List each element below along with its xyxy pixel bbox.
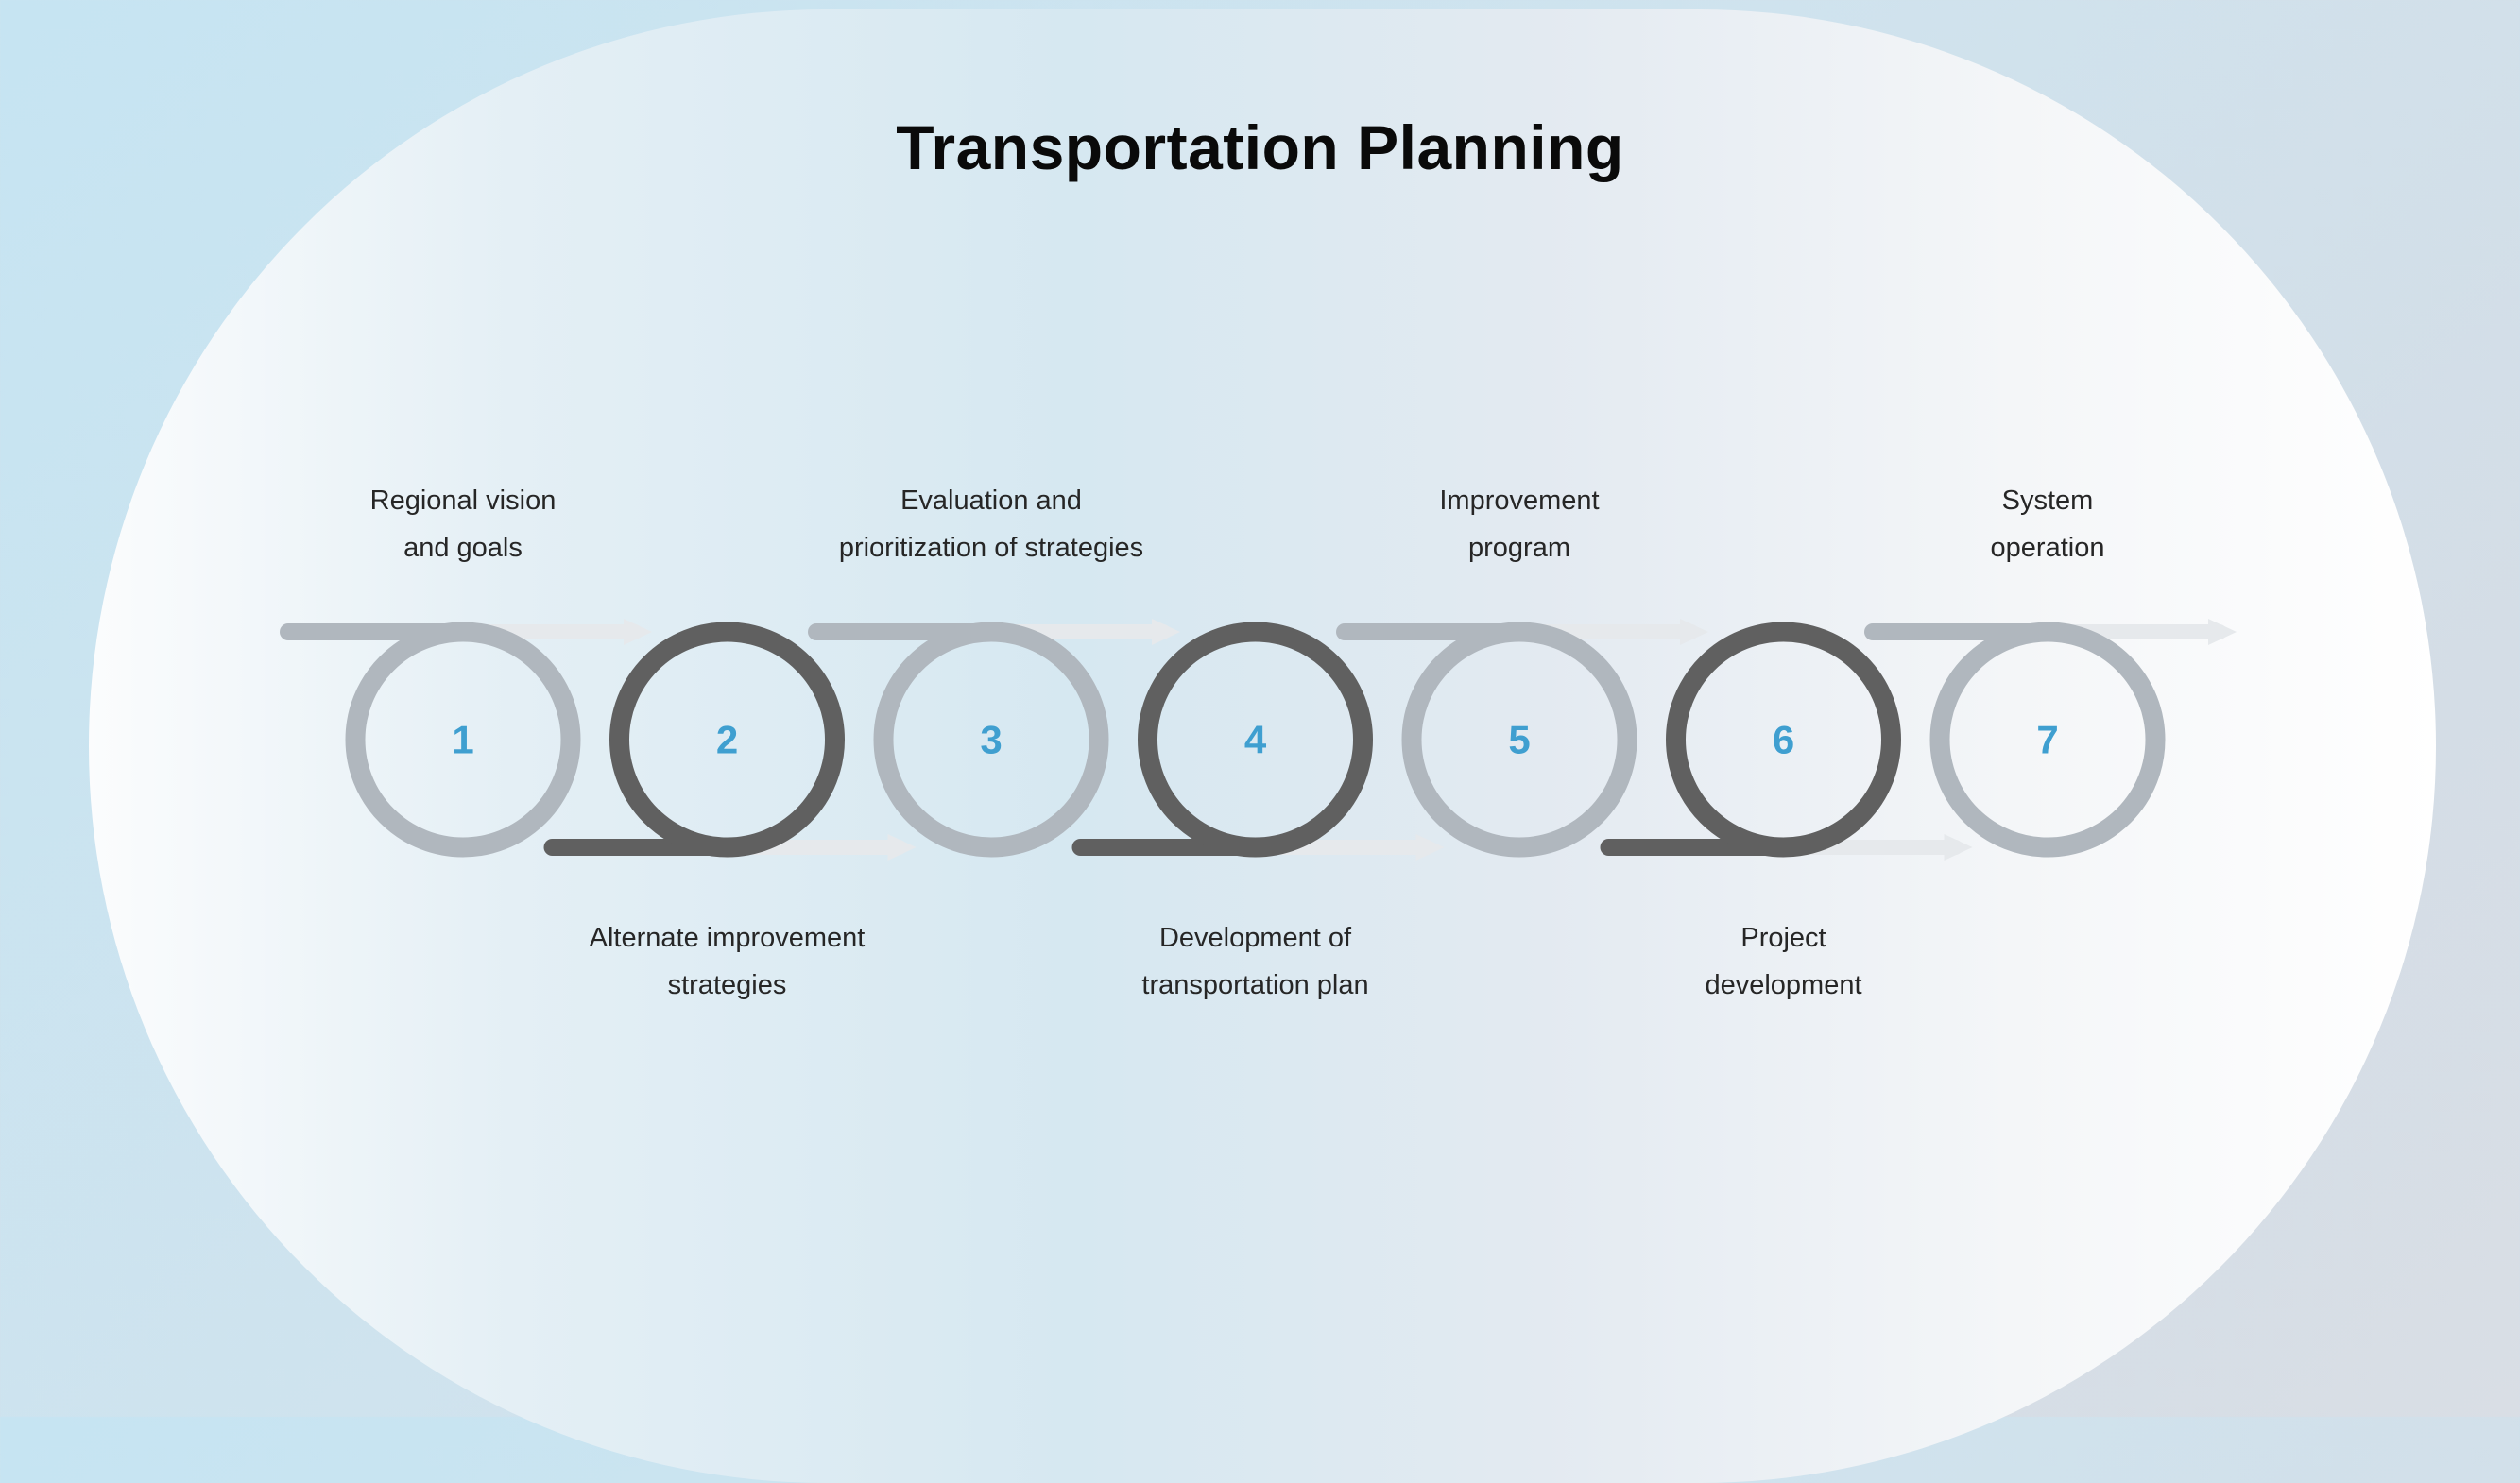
flow-arrowhead-3 [1152,619,1180,645]
step-label-1: Regional vision and goals [369,486,557,563]
step-number-5: 5 [1508,718,1530,762]
flow-arrowhead-7 [2208,619,2237,645]
flow-arrowhead-5 [1680,619,1708,645]
step-number-7: 7 [2036,718,2058,762]
step-label-5: Improvement program [1439,486,1600,563]
step-label-3: Evaluation and prioritization of strateg… [838,486,1144,563]
step-ring-5 [1401,622,1637,858]
step-ring-1 [345,622,581,858]
background-rounded-panel [89,9,2436,1483]
step-number-1: 1 [452,718,473,762]
step-number-2: 2 [716,718,738,762]
flow-arrowhead-1 [624,619,652,645]
step-ring-3 [873,622,1109,858]
flow-arrowhead-2 [887,834,917,861]
step-ring-4 [1138,622,1373,858]
flow-arrowhead-6 [1944,834,1973,861]
step-ring-6 [1666,622,1901,858]
step-number-4: 4 [1244,718,1267,762]
step-label-2: Alternate improvement strategies [589,923,866,1000]
step-label-7: System operation [1990,486,2105,563]
step-ring-2 [609,622,845,858]
step-ring-7 [1929,622,2166,858]
process-diagram: 1 2 3 4 5 6 7 [280,619,2237,861]
step-label-4: Development of transportation plan [1141,923,1369,1000]
page-title: Transportation Planning [896,112,1624,182]
flow-arrowhead-4 [1415,834,1445,861]
step-number-6: 6 [1773,718,1794,762]
rings-layer: 1 2 3 4 5 6 7 [345,622,2166,858]
slide: Transportation Planning 1 2 3 4 5 6 7 Regional… [89,9,2436,1483]
step-number-3: 3 [980,718,1002,762]
step-label-6: Project development [1705,923,1862,1000]
